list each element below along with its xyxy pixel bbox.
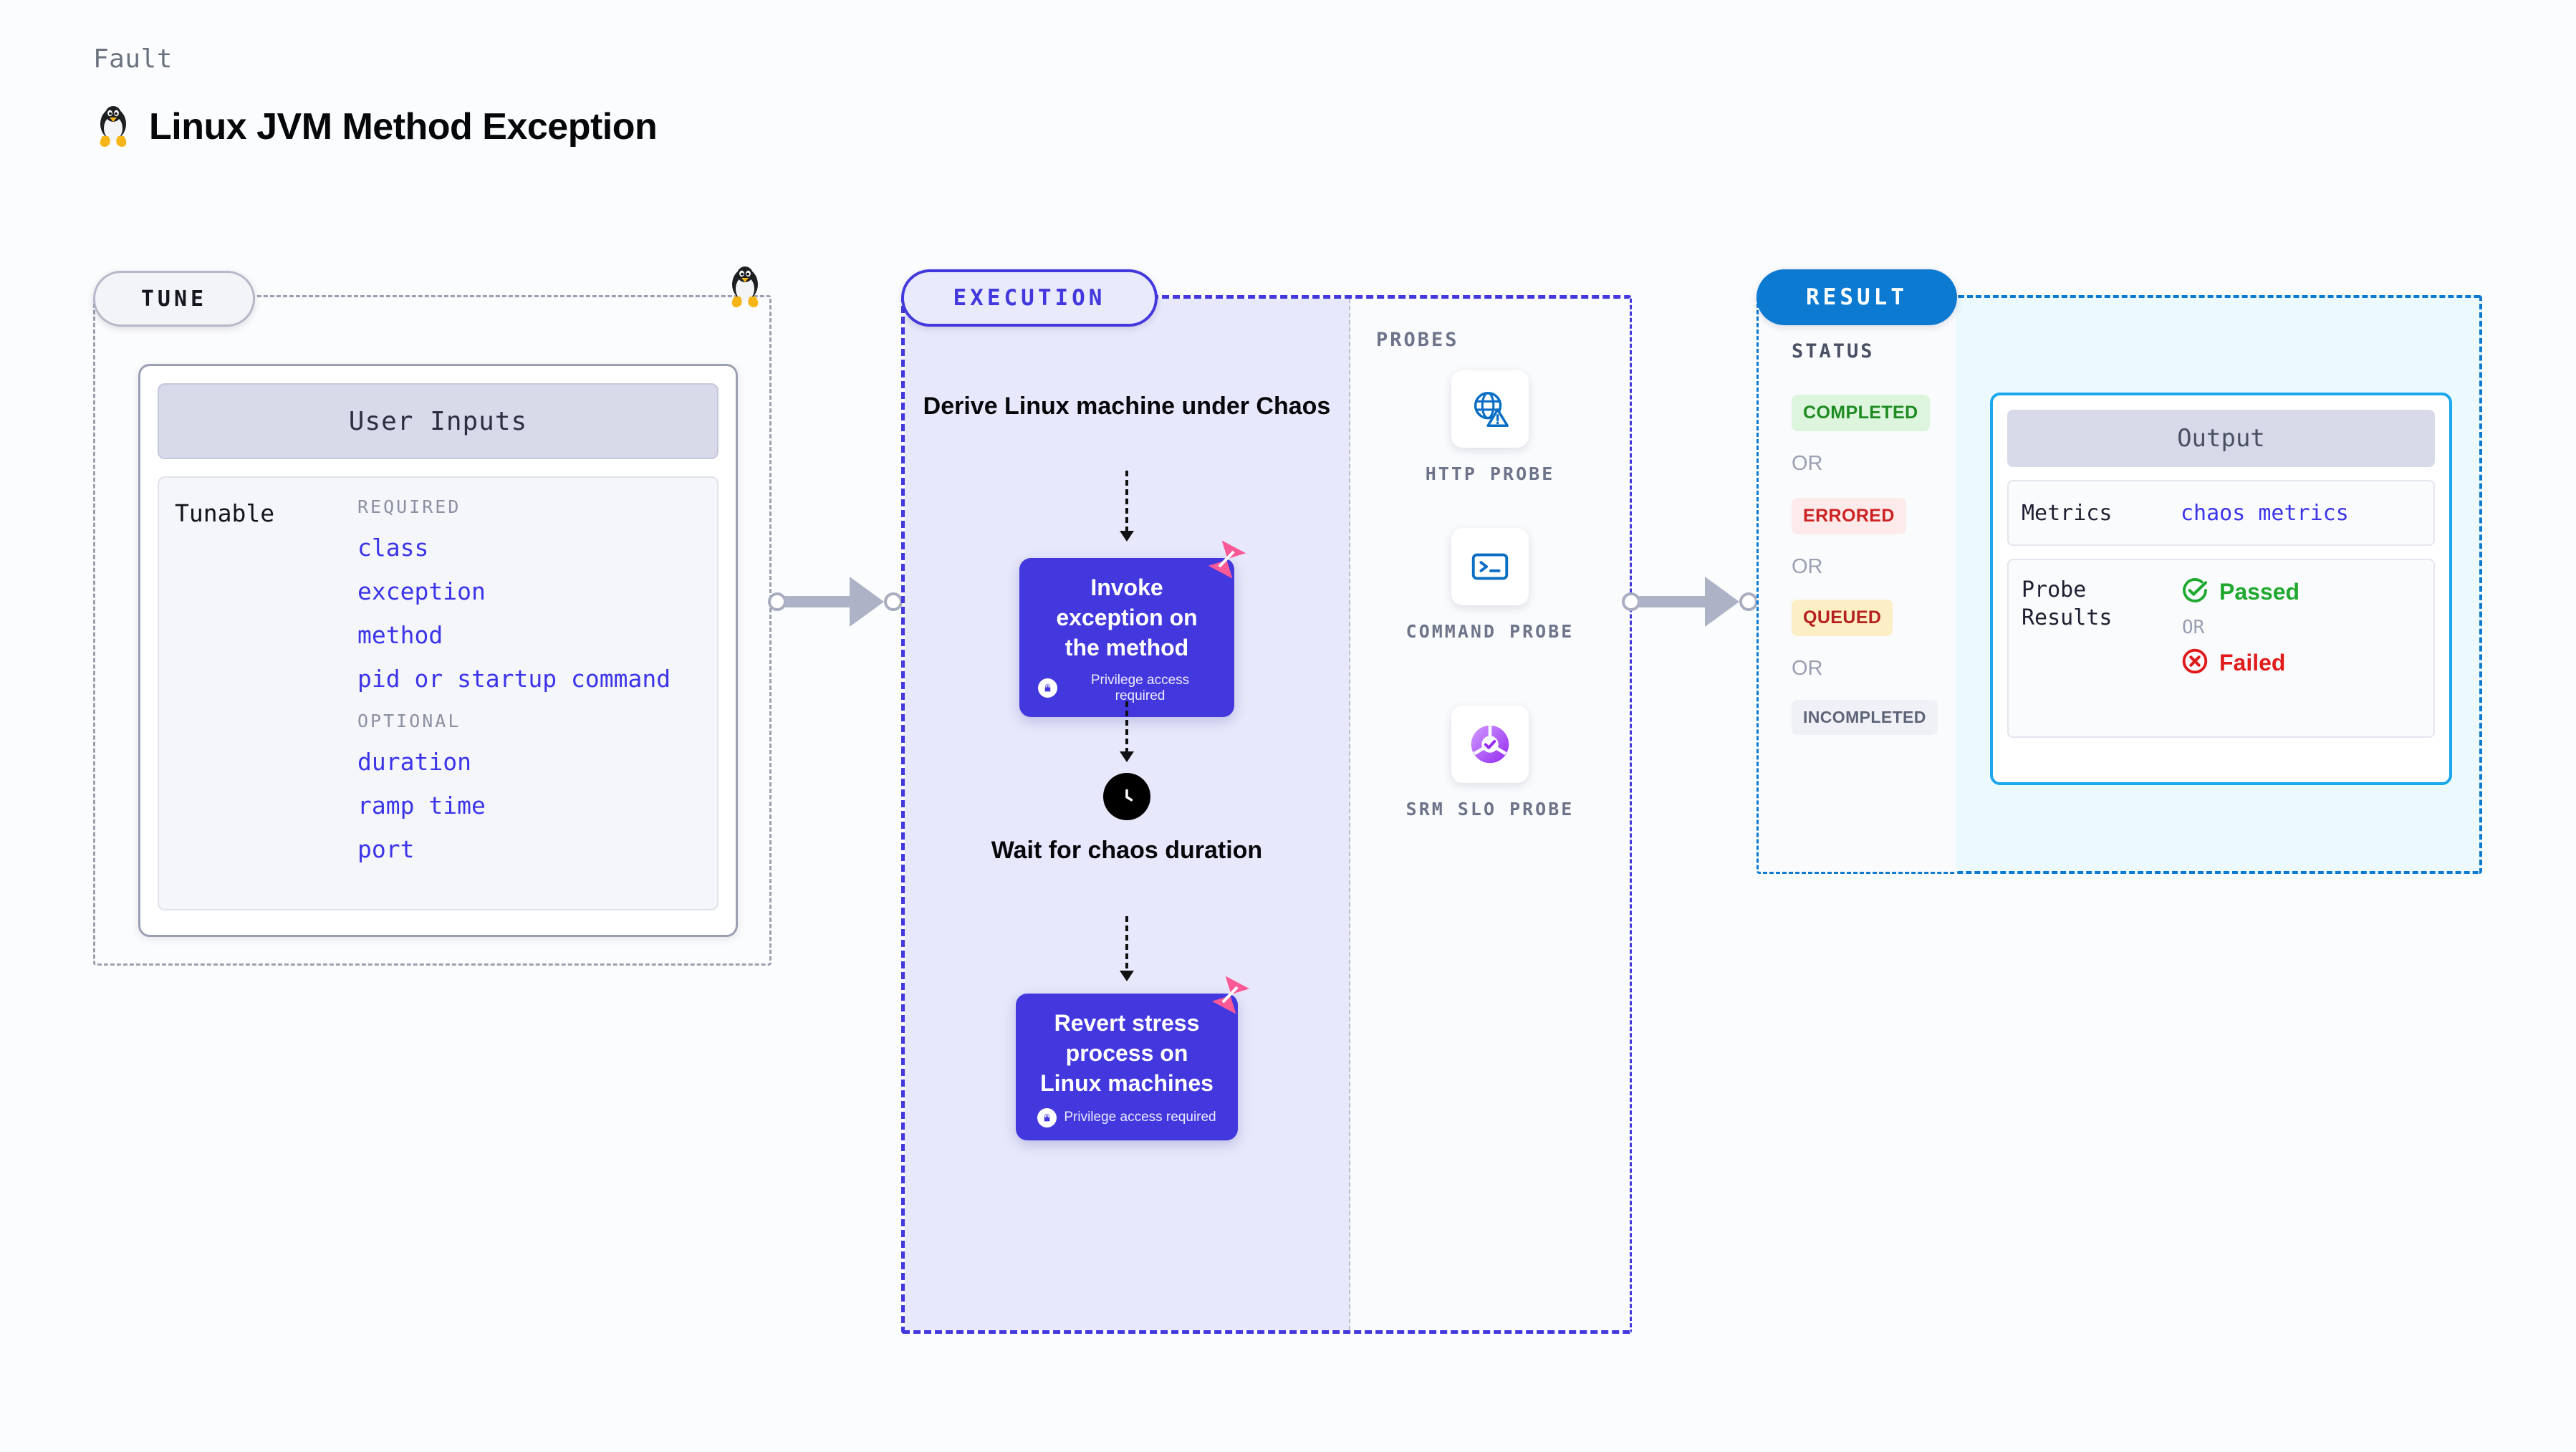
page-title: Linux JVM Method Exception xyxy=(149,106,658,148)
connector-bar xyxy=(784,596,853,607)
passed-label: Passed xyxy=(2219,579,2300,605)
status-or-2: OR xyxy=(1792,555,1823,578)
page-title-row: Linux JVM Method Exception xyxy=(93,104,658,150)
execution-step-derive: Derive Linux machine under Chaos xyxy=(923,393,1331,420)
privilege-row: Privilege access required xyxy=(1034,1107,1219,1128)
tunable-item-method[interactable]: method xyxy=(357,621,443,649)
result-pill[interactable]: RESULT xyxy=(1756,269,1957,325)
probe-results-row: Probe Results Passed OR xyxy=(2007,559,2435,738)
execution-pill[interactable]: EXECUTION xyxy=(901,269,1158,327)
tunable-item-port[interactable]: port xyxy=(357,835,415,863)
execution-arrow-2 xyxy=(1125,701,1128,753)
connector-arrowhead xyxy=(850,577,884,627)
terminal-prompt-icon xyxy=(1451,528,1529,605)
metrics-row: Metrics chaos metrics xyxy=(2007,480,2435,546)
status-badge-queued: QUEUED xyxy=(1792,600,1893,636)
globe-warning-icon xyxy=(1451,370,1529,448)
metrics-value[interactable]: chaos metrics xyxy=(2181,500,2349,526)
tunable-item-ramp-time[interactable]: ramp time xyxy=(357,792,486,819)
chaos-fault-badge-icon xyxy=(1208,540,1246,582)
tunable-item-pid-or-startup-command[interactable]: pid or startup command xyxy=(357,665,671,693)
probe-srm-slo[interactable]: SRM SLO PROBE xyxy=(1350,706,1630,822)
user-inputs-card: User Inputs Tunable REQUIRED class excep… xyxy=(138,364,738,937)
status-badge-errored: ERRORED xyxy=(1792,498,1906,534)
status-badge-incompleted: INCOMPLETED xyxy=(1792,700,1938,735)
tune-edge-linux-tux-penguin-icon xyxy=(725,264,765,314)
tune-region xyxy=(93,295,772,966)
execution-region: Derive Linux machine under Chaos Invoke … xyxy=(901,295,1632,1334)
failed-label: Failed xyxy=(2219,650,2286,675)
execution-step-wait: Wait for chaos duration xyxy=(991,837,1263,864)
privilege-label: Privilege access required xyxy=(1090,672,1190,703)
tunable-group-required-title: REQUIRED xyxy=(357,496,461,517)
status-title: STATUS xyxy=(1792,340,1875,362)
tune-pill[interactable]: TUNE xyxy=(93,271,255,327)
clock-icon xyxy=(1103,773,1150,820)
probe-command[interactable]: COMMAND PROBE xyxy=(1350,528,1630,644)
fault-kicker: Fault xyxy=(93,44,173,74)
connector-tune-to-execution xyxy=(768,577,903,627)
status-or-1: OR xyxy=(1792,452,1823,475)
connector-node-right xyxy=(1739,592,1758,611)
connector-node-right xyxy=(884,592,903,611)
tunable-item-class[interactable]: class xyxy=(357,534,429,562)
tunable-label: Tunable xyxy=(175,499,275,527)
tunable-item-exception[interactable]: exception xyxy=(357,577,486,605)
chaos-fault-badge-icon xyxy=(1211,976,1250,1017)
probes-title: PROBES xyxy=(1376,329,1459,351)
connector-probes-to-result xyxy=(1622,577,1758,627)
tunable-item-duration[interactable]: duration xyxy=(357,748,471,776)
connector-bar xyxy=(1638,596,1708,607)
privilege-label: Privilege access required xyxy=(1064,1110,1216,1125)
check-circle-icon xyxy=(2181,576,2209,608)
probe-results-label: Probe Results xyxy=(2022,577,2113,630)
linux-tux-penguin-icon xyxy=(93,104,133,150)
lock-icon xyxy=(1037,1107,1057,1128)
execution-column: Derive Linux machine under Chaos Invoke … xyxy=(905,299,1350,1330)
probe-label: HTTP PROBE xyxy=(1425,463,1555,484)
execution-card-revert-stress[interactable]: Revert stress process on Linux machines … xyxy=(1016,976,1250,1140)
metrics-label: Metrics xyxy=(2022,500,2113,526)
probes-column: PROBES HTTP PROBE xyxy=(1350,299,1630,1330)
probe-result-passed: Passed xyxy=(2181,576,2299,608)
probe-http[interactable]: HTTP PROBE xyxy=(1350,370,1630,486)
tunable-box: Tunable REQUIRED class exception method … xyxy=(158,476,719,910)
probe-result-or: OR xyxy=(2182,617,2205,638)
page-header: Fault Linux JVM Method Exception xyxy=(93,44,658,150)
output-card: Output Metrics chaos metrics Probe Resul… xyxy=(1990,393,2452,785)
status-or-3: OR xyxy=(1792,657,1823,680)
tunable-group-optional-title: OPTIONAL xyxy=(357,711,461,731)
execution-card-title: Invoke exception on the method xyxy=(1056,574,1198,661)
x-circle-icon xyxy=(2181,647,2209,679)
probe-label: SRM SLO PROBE xyxy=(1405,799,1575,819)
probe-label: COMMAND PROBE xyxy=(1405,621,1575,642)
slo-donut-check-icon xyxy=(1451,706,1529,783)
probe-result-failed: Failed xyxy=(2181,647,2299,679)
execution-card-invoke-exception[interactable]: Invoke exception on the method Privilege… xyxy=(1019,540,1246,717)
connector-arrowhead xyxy=(1705,577,1739,627)
execution-arrow-1 xyxy=(1125,471,1128,532)
output-title: Output xyxy=(2007,410,2435,467)
status-badge-completed: COMPLETED xyxy=(1792,395,1930,431)
execution-card-title: Revert stress process on Linux machines xyxy=(1040,1010,1213,1097)
privilege-row: Privilege access required xyxy=(1038,673,1216,704)
lock-icon xyxy=(1038,678,1057,698)
user-inputs-title: User Inputs xyxy=(158,383,719,459)
result-status-column: STATUS COMPLETED OR ERRORED OR QUEUED OR… xyxy=(1756,295,1957,874)
execution-arrow-3 xyxy=(1125,916,1128,972)
